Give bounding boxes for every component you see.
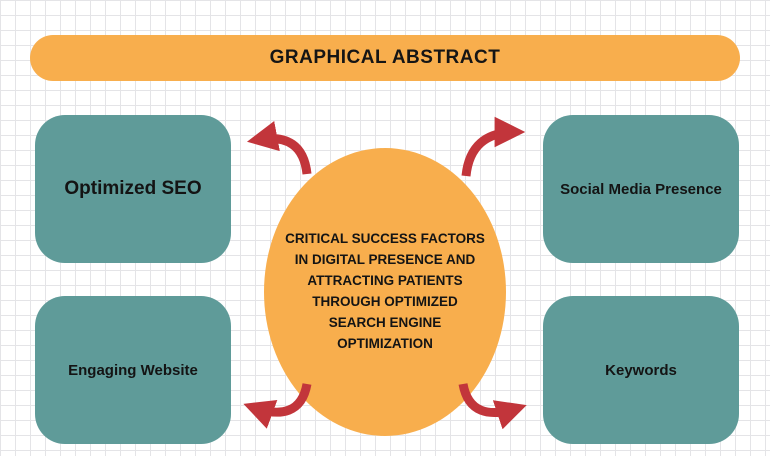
banner-title: GRAPHICAL ABSTRACT [269,47,501,68]
curved-arrow-to-social-media-presence-icon [461,116,526,177]
box-social-media-presence: Social Media Presence [543,115,739,263]
center-ellipse-text: CRITICAL SUCCESS FACTORS IN DIGITAL PRES… [285,231,485,351]
curved-arrow-to-optimized-seo-icon [246,121,312,175]
box-engaging-website-label: Engaging Website [68,361,198,379]
box-keywords-label: Keywords [605,361,677,379]
box-optimized-seo-label: Optimized SEO [64,178,202,199]
center-ellipse: CRITICAL SUCCESS FACTORS IN DIGITAL PRES… [264,148,506,436]
box-optimized-seo: Optimized SEO [35,115,231,263]
box-social-media-presence-label: Social Media Presence [560,180,722,198]
box-engaging-website: Engaging Website [35,296,231,444]
box-keywords: Keywords [543,296,739,444]
banner: GRAPHICAL ABSTRACT [30,35,740,81]
